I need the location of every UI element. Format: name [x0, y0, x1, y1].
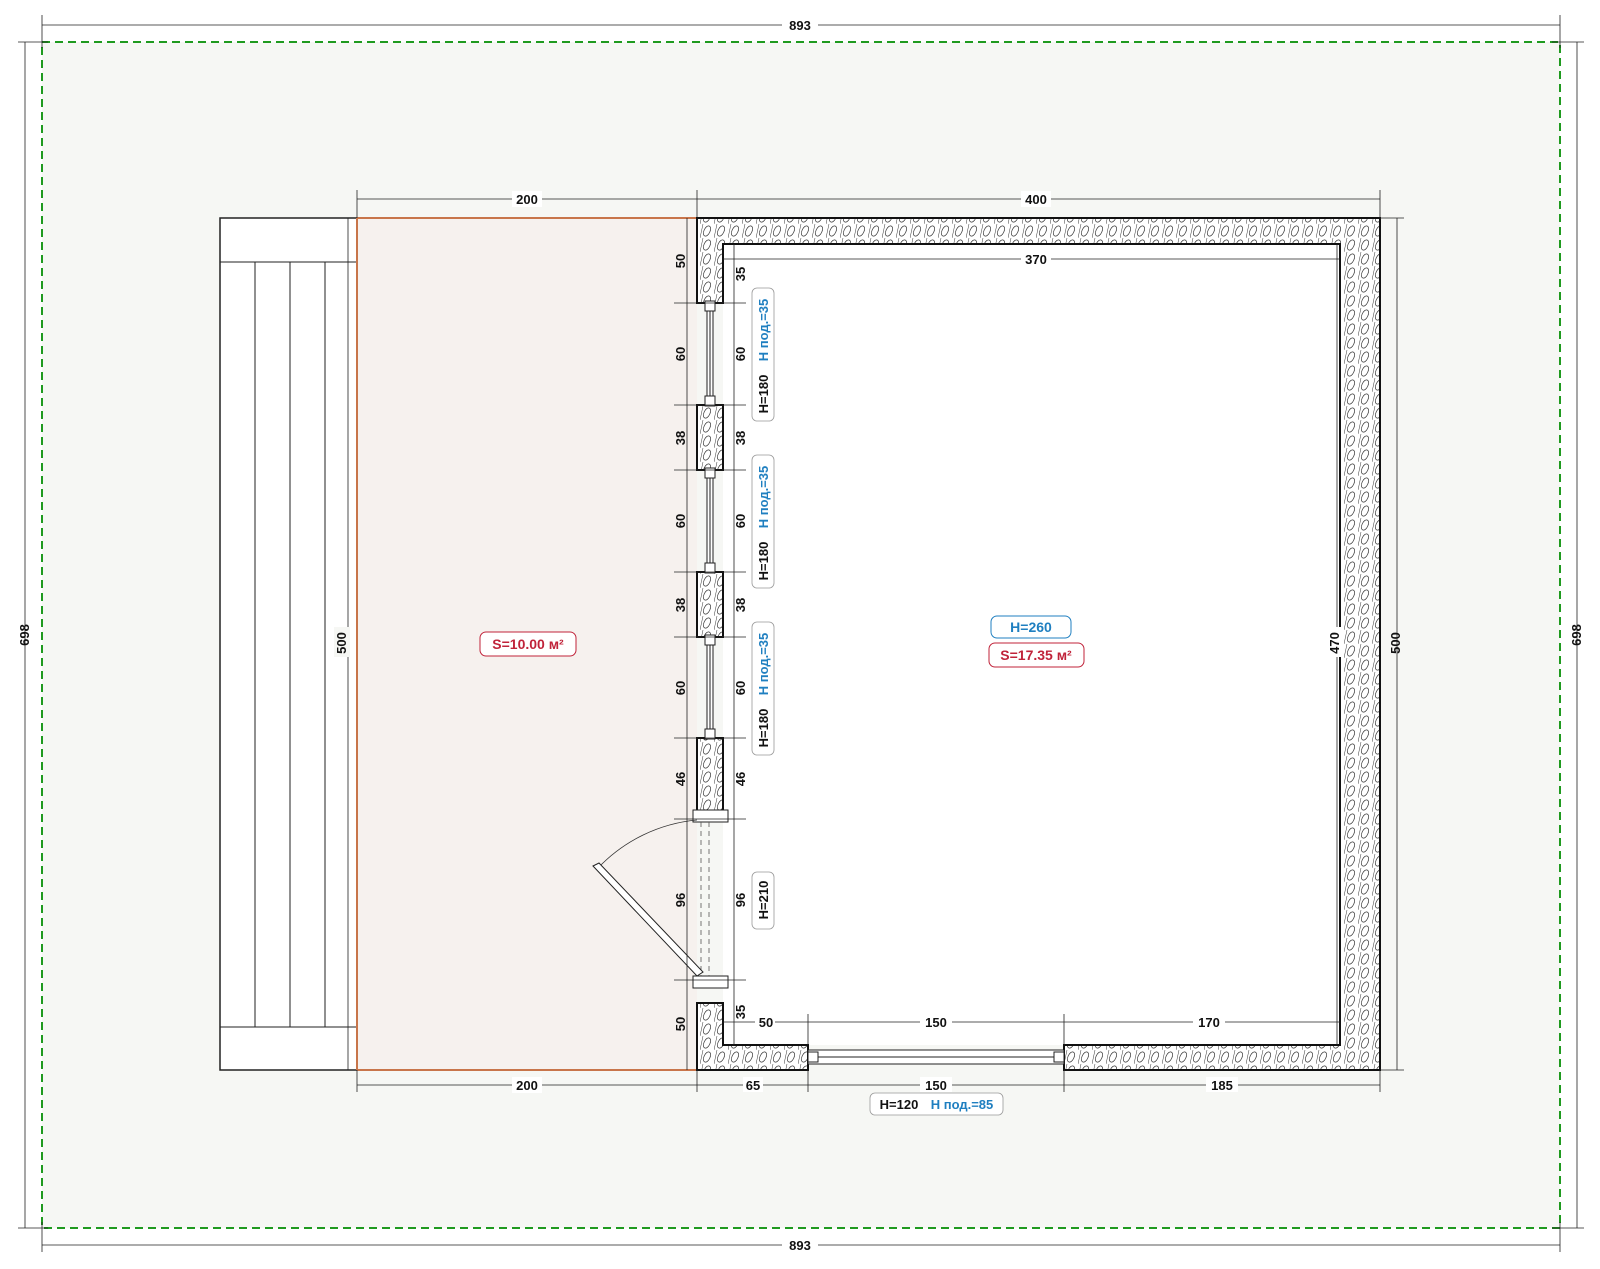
room-outer-height: 500 [1388, 632, 1403, 654]
west-inner-dim: 46 [733, 772, 748, 786]
south-inner-dim: 150 [925, 1015, 947, 1030]
window-3-sill: H под.=35 [756, 633, 771, 696]
terrace-width-top: 200 [516, 192, 538, 207]
west-outer-dims: 50 60 38 60 38 60 46 96 50 [673, 254, 688, 1031]
west-inner-dim: 60 [733, 514, 748, 528]
west-outer-dim: 60 [673, 514, 688, 528]
room-inner-height: 470 [1327, 632, 1342, 654]
site-width-top: 893 [789, 18, 811, 33]
west-outer-dim: 46 [673, 772, 688, 786]
terrace-dimensions: 200 200 500 [334, 190, 698, 1093]
site-height-left: 698 [17, 624, 32, 646]
terrace: S=10.00 м² [356, 217, 697, 1071]
south-outer-dim: 185 [1211, 1078, 1233, 1093]
room-ceiling-height: H=260 [1010, 619, 1052, 635]
west-outer-dim: 60 [673, 347, 688, 361]
site-dimensions: 893 893 698 698 [17, 15, 1584, 1253]
window-1-sill: H под.=35 [756, 299, 771, 362]
west-windows [704, 300, 716, 740]
room-area-label: S=17.35 м² [1000, 647, 1072, 663]
south-dimensions: 50 150 170 65 150 185 H=120 H под.=85 [696, 1014, 1381, 1116]
south-outer-dim: 65 [746, 1078, 760, 1093]
door-height: H=210 [756, 881, 771, 920]
terrace-width-bottom: 200 [516, 1078, 538, 1093]
west-inner-dim: 35 [733, 267, 748, 281]
south-window-sill: H под.=85 [931, 1097, 994, 1112]
west-inner-dim: 38 [733, 598, 748, 612]
west-window-tags: H=180 H под.=35 H=180 H под.=35 H=180 H … [751, 287, 775, 930]
window-2-height: H=180 [756, 542, 771, 581]
window-1-height: H=180 [756, 375, 771, 414]
terrace-area-label: S=10.00 м² [492, 636, 564, 652]
room-outer-width: 400 [1025, 192, 1047, 207]
west-inner-dim: 35 [733, 1005, 748, 1019]
west-outer-dim: 96 [673, 893, 688, 907]
west-inner-dim: 60 [733, 347, 748, 361]
south-window [807, 1049, 1065, 1065]
west-outer-dim: 38 [673, 431, 688, 445]
south-window-height: H=120 [880, 1097, 919, 1112]
west-outer-dim: 38 [673, 598, 688, 612]
west-outer-dim: 60 [673, 681, 688, 695]
terrace-height: 500 [334, 632, 349, 654]
site-height-right: 698 [1569, 624, 1584, 646]
room-inner-width: 370 [1025, 252, 1047, 267]
window-3-height: H=180 [756, 709, 771, 748]
west-inner-dim: 60 [733, 681, 748, 695]
south-inner-dim: 50 [759, 1015, 773, 1030]
window-2-sill: H под.=35 [756, 466, 771, 529]
west-inner-dim: 38 [733, 431, 748, 445]
room-dimensions: 400 370 500 470 H=260 S=17.35 м² [697, 190, 1404, 1071]
site-boundary [41, 41, 1561, 1229]
west-outer-dim: 50 [673, 1017, 688, 1031]
site-width-bottom: 893 [789, 1238, 811, 1253]
south-inner-dim: 170 [1198, 1015, 1220, 1030]
west-inner-dim: 96 [733, 893, 748, 907]
west-inner-dims: 35 60 38 60 38 60 46 96 35 [733, 267, 748, 1019]
west-dimension-lines [674, 218, 746, 1070]
south-outer-dim: 150 [925, 1078, 947, 1093]
west-outer-dim: 50 [673, 254, 688, 268]
